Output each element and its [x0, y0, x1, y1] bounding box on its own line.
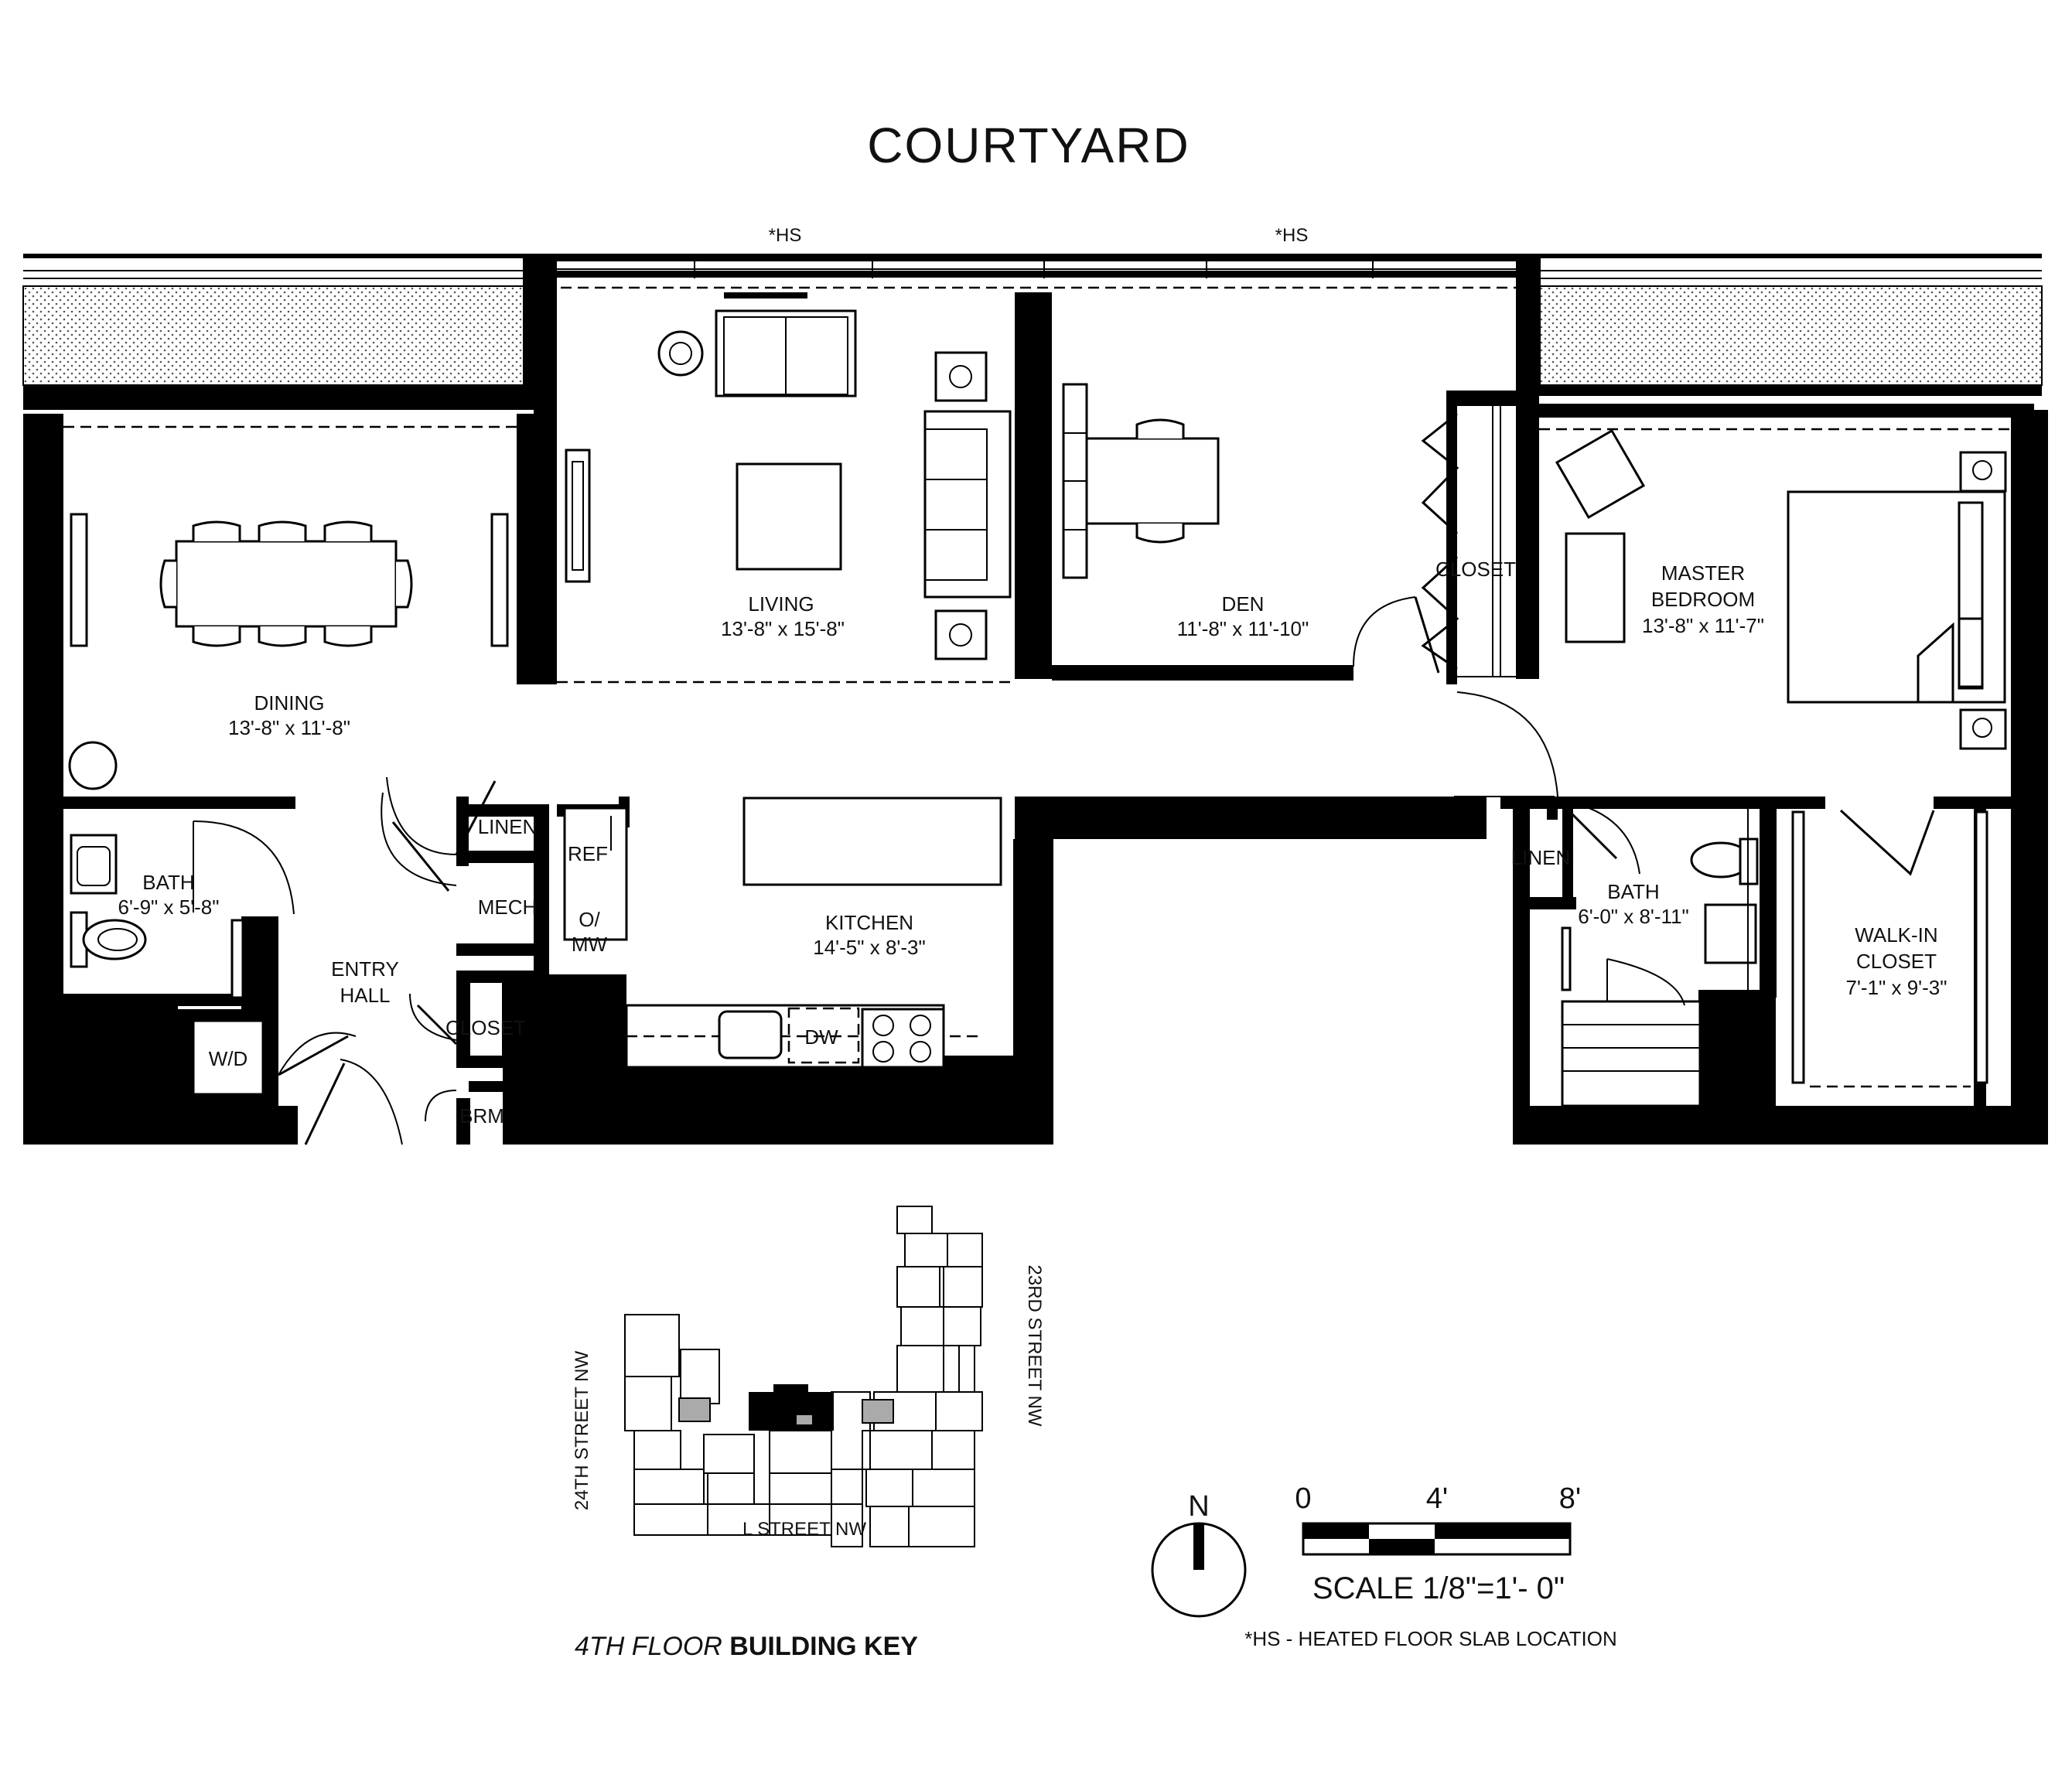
room-kitchen-dims: 14'-5" x 8'-3": [813, 936, 925, 959]
scale-tick-8: 8': [1559, 1482, 1581, 1515]
key-caption-key: BUILDING KEY: [729, 1632, 918, 1661]
room-walkin-dims: 7'-1" x 9'-3": [1846, 976, 1947, 999]
dining-table: [68, 513, 509, 790]
kitchen-fixtures: [563, 797, 1002, 1069]
building-key-plan: 24TH STREET NW 23RD STREET NW L STREET N…: [572, 1206, 1045, 1661]
room-walkin-line1: WALK-IN: [1855, 923, 1937, 947]
room-linen1: LINEN: [478, 815, 538, 838]
room-walkin-line2: CLOSET: [1856, 950, 1937, 973]
room-master-name1: MASTER: [1661, 561, 1745, 585]
room-dining-name: DINING: [254, 691, 325, 715]
room-ref: REF: [568, 842, 608, 865]
room-bath1-dims: 6'-9" x 5'-8": [118, 896, 220, 919]
room-labels: DINING 13'-8" x 11'-8" LIVING 13'-8" x 1…: [118, 558, 1947, 1128]
scale-bar: 0 4' 8' SCALE 1/8"=1'- 0": [1295, 1482, 1581, 1605]
entry-doors: [178, 776, 503, 1145]
room-den-name: DEN: [1222, 592, 1265, 616]
north-arrow: N: [1151, 1490, 1247, 1618]
room-master-name2: BEDROOM: [1651, 588, 1755, 611]
north-label: N: [1188, 1490, 1209, 1523]
window-wall-top: [534, 254, 1539, 289]
hs-note: *HS - HEATED FLOOR SLAB LOCATION: [1244, 1627, 1617, 1650]
street-south-label: L STREET NW: [742, 1519, 866, 1540]
room-master-dims: 13'-8" x 11'-7": [1642, 614, 1764, 637]
scale-text: SCALE 1/8"=1'- 0": [1312, 1571, 1565, 1605]
room-entry-line2: HALL: [340, 984, 390, 1007]
street-east-label: 23RD STREET NW: [1024, 1265, 1045, 1427]
room-den-dims: 11'-8" x 11'-10": [1177, 617, 1309, 640]
street-west-label: 24TH STREET NW: [572, 1351, 592, 1511]
den-furniture: [1062, 383, 1220, 579]
room-entry-line1: ENTRY: [331, 957, 399, 981]
room-bath2-dims: 6'-0" x 8'-11": [1578, 905, 1689, 928]
bath1-fixtures: [70, 820, 295, 999]
room-bath2-name: BATH: [1607, 880, 1659, 903]
hs-mark-den: *HS: [1275, 225, 1309, 246]
key-caption: 4TH FLOOR BUILDING KEY: [575, 1632, 918, 1661]
scale-tick-4: 4': [1426, 1482, 1448, 1515]
room-mech: MECH: [478, 896, 538, 919]
room-wd: W/D: [209, 1047, 248, 1070]
room-dw: DW: [804, 1025, 838, 1049]
plan-title: COURTYARD: [867, 118, 1190, 173]
terrace-left: [22, 254, 534, 396]
bath2-fixtures: [1561, 803, 1759, 1107]
terrace-right: [1530, 254, 2043, 396]
room-closet-entry: CLOSET: [445, 1016, 526, 1039]
master-furniture: [1454, 428, 2007, 797]
living-furniture: [565, 292, 1012, 660]
room-living-dims: 13'-8" x 15'-8": [721, 617, 845, 640]
walls: [23, 261, 2048, 1145]
den-closet: [1353, 406, 1516, 677]
room-linen2: LINEN: [1511, 846, 1571, 869]
room-den-closet: CLOSET: [1435, 558, 1516, 581]
hs-mark-living: *HS: [769, 225, 802, 246]
key-caption-floor: 4TH FLOOR: [575, 1632, 722, 1661]
room-brm: BRM: [459, 1104, 504, 1128]
room-living-name: LIVING: [748, 592, 814, 616]
room-kitchen-name: KITCHEN: [825, 911, 913, 934]
room-bath1-name: BATH: [142, 871, 194, 894]
walkin-closet: [1791, 809, 1988, 1088]
room-omw-line2: MW: [572, 933, 608, 956]
scale-tick-0: 0: [1295, 1482, 1311, 1515]
room-omw-line1: O/: [579, 908, 600, 931]
room-dining-dims: 13'-8" x 11'-8": [228, 716, 350, 739]
